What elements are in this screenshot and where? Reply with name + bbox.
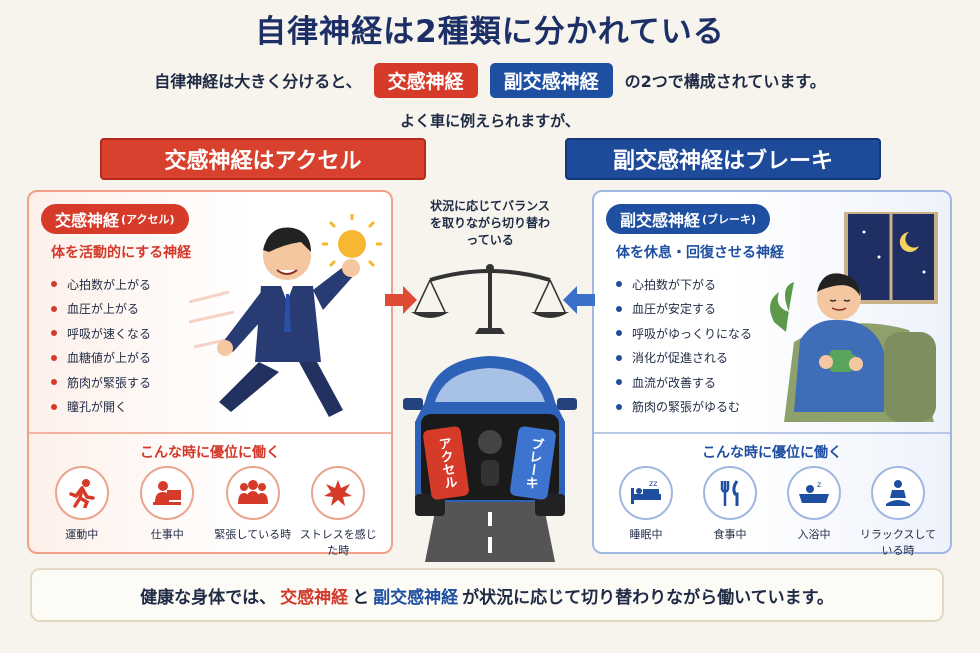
center-illustration [385,264,595,562]
intro-before: 自律神経は大きく分けると、 [154,72,362,91]
banner-brake: 副交感神経はブレーキ [565,138,881,180]
situation-tension: 緊張している時 [214,466,292,558]
parasympathetic-when: こんな時に優位に働く [702,445,842,461]
sympathetic-tag-label: 交感神経 [55,211,120,230]
sleep-icon: zz [619,466,673,520]
bath-icon: z [787,466,841,520]
list-item: 消化が促進される [616,346,752,371]
subtitle: よく車に例えられますが、 [400,112,580,130]
parasympathetic-situations: こんな時に優位に働く zz 睡眠中 食事中 z 入浴中 [594,432,950,557]
sympathetic-heading: 体を活動的にする神経 [51,245,192,261]
sympathetic-bullets: 心拍数が上がる 血圧が上がる 呼吸が速くなる 血糖値が上がる 筋肉が緊張する 瞳… [51,272,151,419]
situation-meal: 食事中 [691,466,769,558]
parasympathetic-tag-small: (ブレーキ) [702,213,757,226]
list-item: 心拍数が上がる [51,272,151,297]
sympathetic-icon-row: 運動中 仕事中 緊張している時 ストレスを感じた時 [39,466,381,558]
page-title: 自律神経は2種類に分かれている [255,14,725,50]
sympathetic-panel: 交感神経 (アクセル) 体を活動的にする神経 心拍数が上がる 血圧が上がる 呼吸… [27,190,393,557]
situation-work: 仕事中 [128,466,206,558]
list-item: 血流が改善する [616,370,752,395]
situation-bath: z 入浴中 [775,466,853,558]
left-arrow-icon [563,286,595,314]
group-icon [225,466,280,520]
list-item: 血圧が上がる [51,297,151,322]
situation-relax: リラックスしている時 [859,466,937,558]
list-item: 血糖値が上がる [51,346,151,371]
businessman-illustration [189,214,382,417]
brake-label: ブレーキ [521,436,545,490]
parasympathetic-tag-label: 副交感神経 [620,211,701,230]
svg-text:z: z [817,480,821,489]
banner-accelerator: 交感神経はアクセル [100,138,426,180]
parasympathetic-heading: 体を休息・回復させる神経 [616,245,784,261]
list-item: 血圧が安定する [616,297,752,322]
accelerator-label: アクセル [434,436,458,490]
sympathetic-tag-small: (アクセル) [121,213,175,226]
running-icon [54,466,109,520]
parasympathetic-bullets: 心拍数が下がる 血圧が安定する 呼吸がゆっくりになる 消化が促進される 血流が改… [616,272,752,419]
parasympathetic-panel: 副交感神経 (ブレーキ) 体を休息・回復させる神経 心拍数が下がる 血圧が安定す… [592,190,952,557]
list-item: 筋肉の緊張がゆるむ [616,395,752,420]
situation-exercise: 運動中 [43,466,121,558]
list-item: 心拍数が下がる [616,272,752,297]
situation-sleep: zz 睡眠中 [607,466,685,558]
list-item: 筋肉が緊張する [51,370,151,395]
relax-icon [871,466,925,520]
balance-caption: 状況に応じてバランスを取りながら切り替わっている [429,199,550,247]
relaxing-man-illustration [770,212,938,422]
intro-after: の2つで構成されています。 [624,72,826,91]
work-icon [140,466,195,520]
sympathetic-tag: 交感神経 (アクセル) [41,204,189,234]
bottom-summary: 健康な身体では、 交感神経 と 副交感神経 が状況に応じて切り替わりながら働いて… [30,568,944,622]
right-arrow-icon [385,286,417,314]
meal-icon [703,466,757,520]
sympathetic-when: こんな時に優位に働く [140,445,280,461]
list-item: 瞳孔が開く [51,395,151,420]
summary-sympathetic: 交感神経 [280,587,349,608]
parasympathetic-tag: 副交感神経 (ブレーキ) [606,204,771,234]
parasympathetic-pill: 副交感神経 [489,62,613,98]
balance-scale-icon [411,264,569,334]
situation-stress: ストレスを感じた時 [299,466,377,558]
parasympathetic-icon-row: zz 睡眠中 食事中 z 入浴中 リラックスしている時 [604,466,940,558]
list-item: 呼吸が速くなる [51,321,151,346]
sympathetic-pill: 交感神経 [373,62,478,98]
sympathetic-situations: こんな時に優位に働く 運動中 仕事中 緊張している時 [29,432,391,557]
summary-parasympathetic: 副交感神経 [373,587,459,608]
list-item: 呼吸がゆっくりになる [616,321,752,346]
stress-icon [311,466,366,520]
svg-text:zz: zz [649,479,657,488]
intro-line: 自律神経は大きく分けると、 交感神経 副交感神経 の2つで構成されています。 [0,60,980,100]
